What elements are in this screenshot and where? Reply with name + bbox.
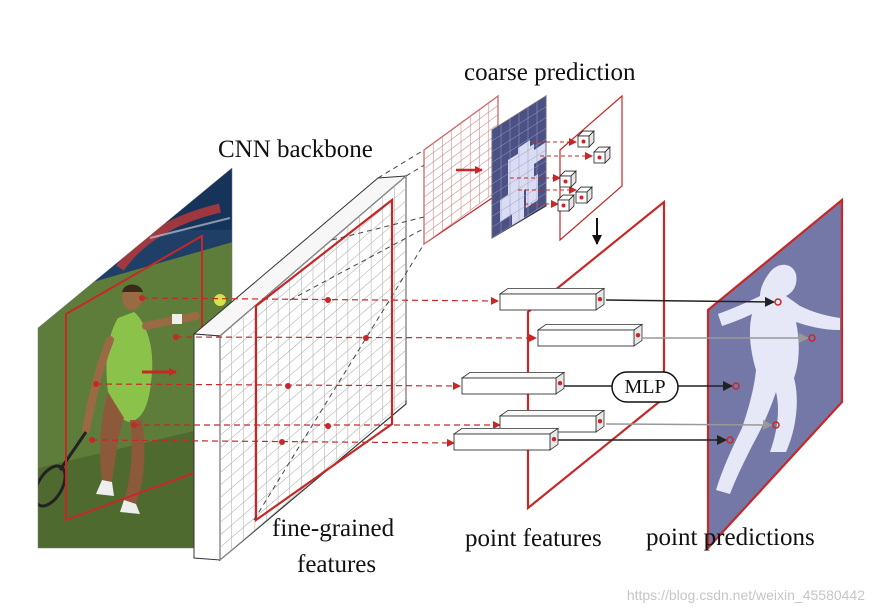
point-predictions-map (706, 197, 844, 551)
grid-line (219, 250, 407, 411)
grid-line (491, 138, 547, 174)
grid-line (491, 106, 547, 142)
grid-line (219, 374, 407, 536)
grid-line (219, 337, 407, 499)
grid-line (219, 275, 407, 436)
grid-line (423, 189, 499, 245)
grid-line (423, 123, 499, 179)
grid-line (423, 95, 499, 151)
grid-line (219, 325, 407, 486)
refine-panel (510, 94, 623, 242)
sample-points (89, 295, 369, 445)
bar-top (536, 323, 644, 331)
bar-top (498, 409, 606, 417)
grid-line (423, 180, 499, 235)
grid-line (219, 188, 407, 349)
point-predictions-label: point predictions (646, 524, 815, 551)
watermark: https://blog.csdn.net/weixin_45580442 (627, 587, 865, 603)
cnn-backbone-label: CNN backbone (218, 136, 373, 163)
mlp-node: MLP (611, 371, 679, 403)
prediction-arrows (558, 296, 809, 445)
grid-line (491, 203, 547, 239)
point-features-plane (526, 199, 666, 511)
bar-point (597, 419, 603, 424)
bar-point (597, 297, 603, 302)
grid-line (423, 105, 499, 160)
bar-front (453, 433, 551, 451)
backbone-grid (219, 175, 407, 561)
coarse-prediction-label: coarse prediction (464, 59, 636, 86)
grid-line (423, 161, 499, 217)
grid-line (219, 349, 407, 511)
grid-line (219, 262, 407, 424)
sampling-lines (91, 296, 537, 447)
bar-front (461, 377, 557, 395)
bar-point (551, 437, 557, 442)
grid-line (491, 128, 547, 163)
bar-front (499, 293, 597, 311)
grid-line (219, 387, 407, 548)
fine-grained-label-line1: fine-grained (272, 515, 395, 542)
mlp-label: MLP (624, 376, 665, 398)
refine-cubes (557, 130, 611, 212)
bar-top (498, 287, 606, 295)
projection-lines (253, 149, 441, 521)
bar-top (452, 427, 560, 435)
point-feature-bars (452, 287, 644, 451)
cube-point (581, 139, 586, 144)
grid-line (219, 287, 407, 449)
grid-line (219, 237, 407, 399)
grid-line (219, 213, 407, 374)
coarse-grid (423, 95, 499, 245)
bar-front (537, 329, 635, 347)
prediction-points (726, 298, 816, 444)
bar-point (635, 333, 641, 338)
grid-line (491, 95, 547, 131)
grid-line (491, 117, 547, 152)
cube-point (561, 203, 566, 208)
grid-line (423, 133, 499, 188)
grid-line (219, 300, 407, 461)
grid-line (491, 149, 547, 185)
cube-point (563, 179, 568, 184)
cnn-backbone-block (192, 174, 408, 562)
bar-point (557, 381, 563, 386)
grid-line (423, 114, 499, 170)
grid-line (219, 362, 407, 523)
grid-line (491, 192, 547, 228)
grid-line (219, 175, 407, 337)
coarse-mask-grid (491, 95, 547, 239)
grid-line (219, 200, 407, 362)
cube-point (579, 195, 584, 200)
grid-line (423, 152, 499, 207)
grid-line (219, 225, 407, 387)
fine-grained-region-box (254, 197, 394, 523)
cube-point (597, 155, 602, 160)
fine-grained-label-line2: features (297, 551, 376, 578)
bar-top (460, 371, 566, 379)
grid-line (423, 170, 499, 226)
grid-line (491, 182, 547, 217)
grid-line (219, 312, 407, 474)
grid-line (491, 171, 547, 206)
point-features-label: point features (465, 525, 602, 552)
